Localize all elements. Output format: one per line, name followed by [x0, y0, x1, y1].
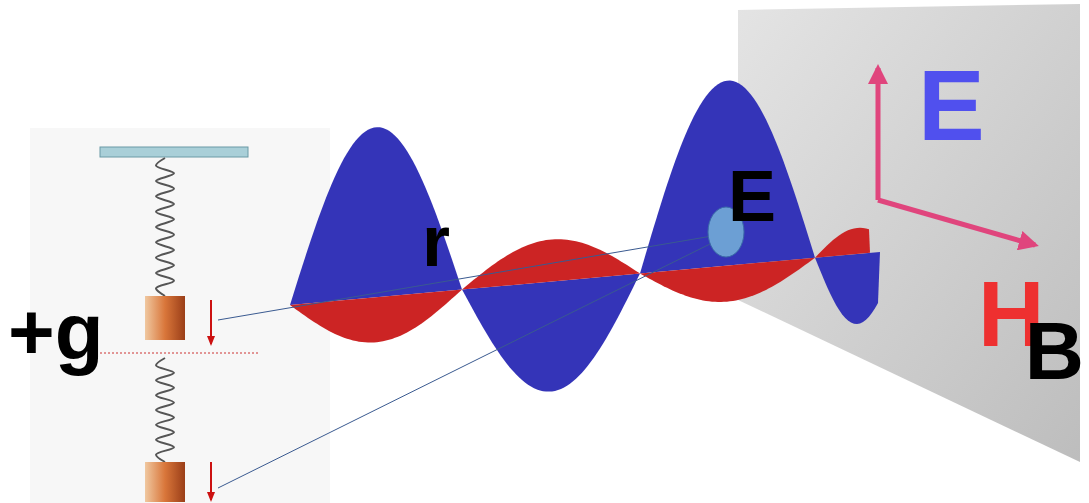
h-vector	[878, 200, 1035, 245]
spring-coil	[156, 358, 174, 462]
wave-lobe	[462, 274, 640, 392]
axis-label: E	[918, 55, 985, 155]
e-vector	[876, 68, 881, 200]
wave-lobe	[290, 127, 462, 305]
gravity-arrow	[210, 300, 212, 344]
field-label: E	[728, 160, 776, 232]
distance-label: r	[422, 205, 450, 277]
leader-line	[218, 242, 714, 488]
leader-line	[218, 236, 712, 320]
wave-lobe	[290, 290, 462, 343]
wave-lobe	[640, 81, 815, 274]
mass	[145, 462, 185, 502]
gravity-label: +g	[8, 292, 104, 372]
mass	[145, 296, 185, 340]
field-label: B	[1025, 310, 1084, 392]
ceiling	[100, 147, 248, 157]
wave-lobe	[640, 258, 815, 302]
spring-coil	[156, 158, 174, 296]
em-wave	[290, 81, 880, 392]
wave-lobe	[462, 239, 640, 289]
wave-lobe	[815, 228, 870, 258]
rest-line	[100, 353, 260, 354]
gravity-arrow	[210, 462, 212, 500]
wave-lobe	[815, 252, 880, 324]
